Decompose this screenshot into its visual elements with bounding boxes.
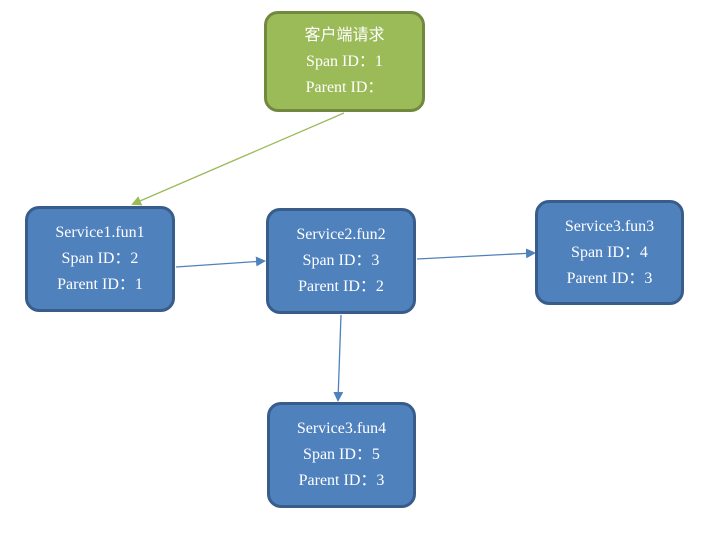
- node-span-id: Span ID：3: [302, 252, 380, 269]
- node-span-id: Span ID：4: [571, 243, 648, 261]
- node-parent-id: Parent ID：2: [298, 278, 384, 295]
- node-span-id: Span ID：2: [61, 250, 139, 267]
- node-title: Service1.fun1: [55, 224, 145, 241]
- node-client-request: 客户端请求 Span ID：1 Parent ID：: [264, 11, 425, 112]
- node-title: Service3.fun3: [564, 217, 655, 235]
- node-title: Service3.fun4: [296, 420, 387, 437]
- edge-service2-fun2-to-service3-fun4: [333, 314, 344, 402]
- node-service1-fun1: Service1.fun1 Span ID：2 Parent ID：1: [25, 206, 175, 312]
- edge-service1-fun1-to-service2-fun2: [175, 256, 266, 268]
- node-parent-id: Parent ID：1: [57, 276, 143, 293]
- node-parent-id: Parent ID：: [305, 78, 384, 96]
- node-service3-fun4: Service3.fun4 Span ID：5 Parent ID：3: [267, 402, 416, 508]
- node-service3-fun3: Service3.fun3 Span ID：4 Parent ID：3: [535, 200, 684, 305]
- node-title: Service2.fun2: [296, 226, 386, 243]
- node-title: 客户端请求: [304, 26, 385, 44]
- node-service2-fun2: Service2.fun2 Span ID：3 Parent ID：2: [266, 208, 416, 314]
- node-parent-id: Parent ID：3: [566, 269, 653, 287]
- edge-service2-fun2-to-service3-fun3: [416, 248, 536, 260]
- edge-root-to-service1-fun1: [131, 112, 345, 206]
- node-span-id: Span ID：1: [306, 52, 383, 70]
- node-span-id: Span ID：5: [303, 446, 380, 463]
- node-parent-id: Parent ID：3: [298, 472, 385, 489]
